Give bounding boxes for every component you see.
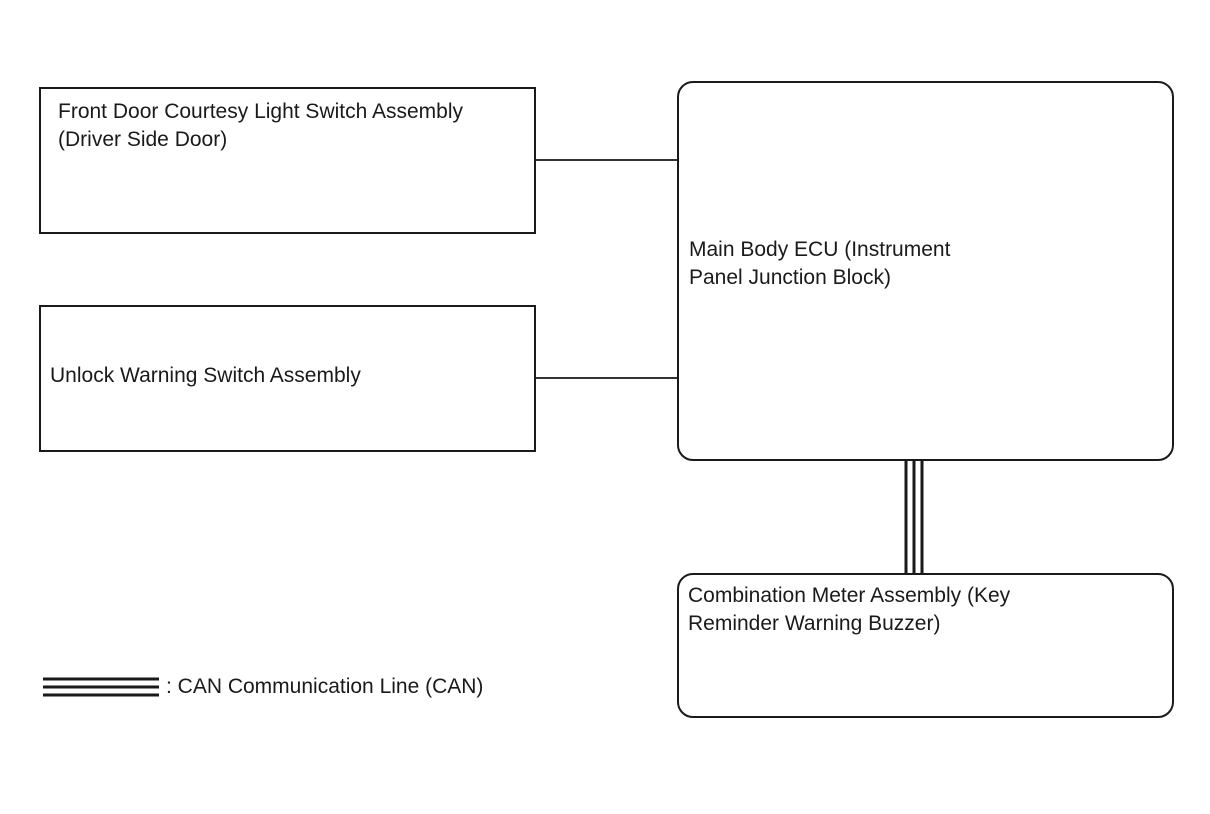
combination-meter-label-line1: Combination Meter Assembly (Key: [688, 584, 1011, 607]
front-door-switch-label-line2: (Driver Side Door): [58, 128, 228, 151]
combination-meter-box: [677, 573, 1174, 718]
can-line-ecu-to-meter: [904, 460, 924, 574]
wire-unlock-switch-to-ecu: [536, 377, 677, 379]
legend-can-line-symbol: [43, 677, 159, 697]
front-door-courtesy-light-switch-box: [39, 87, 536, 234]
combination-meter-label-line2: Reminder Warning Buzzer): [688, 612, 941, 635]
front-door-switch-label-line1: Front Door Courtesy Light Switch Assembl…: [58, 100, 463, 123]
main-body-ecu-label-line2: Panel Junction Block): [689, 266, 891, 289]
main-body-ecu-label-line1: Main Body ECU (Instrument: [689, 238, 951, 261]
unlock-warning-switch-box: [39, 305, 536, 452]
main-body-ecu-box: [677, 81, 1174, 461]
legend-can-label: : CAN Communication Line (CAN): [166, 675, 484, 698]
wire-front-door-to-ecu: [536, 159, 677, 161]
unlock-warning-switch-label: Unlock Warning Switch Assembly: [50, 364, 361, 387]
